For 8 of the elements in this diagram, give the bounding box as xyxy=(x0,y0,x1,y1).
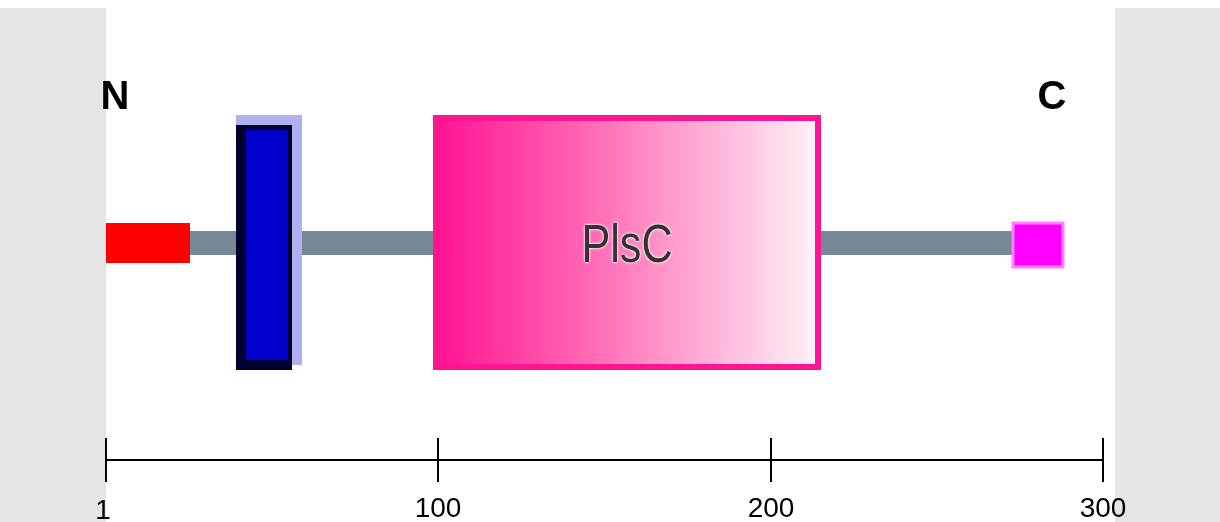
domain-name: PlsC xyxy=(581,211,673,274)
axis-tick-label: 200 xyxy=(747,494,795,522)
axis-tick-label: 300 xyxy=(1079,494,1127,522)
terminus-label: N xyxy=(100,75,130,115)
axis-tick-label: 100 xyxy=(414,494,462,522)
terminus-label: C xyxy=(1037,75,1067,115)
axis-tick-label: 1 xyxy=(95,496,111,522)
domain-box xyxy=(433,115,821,370)
